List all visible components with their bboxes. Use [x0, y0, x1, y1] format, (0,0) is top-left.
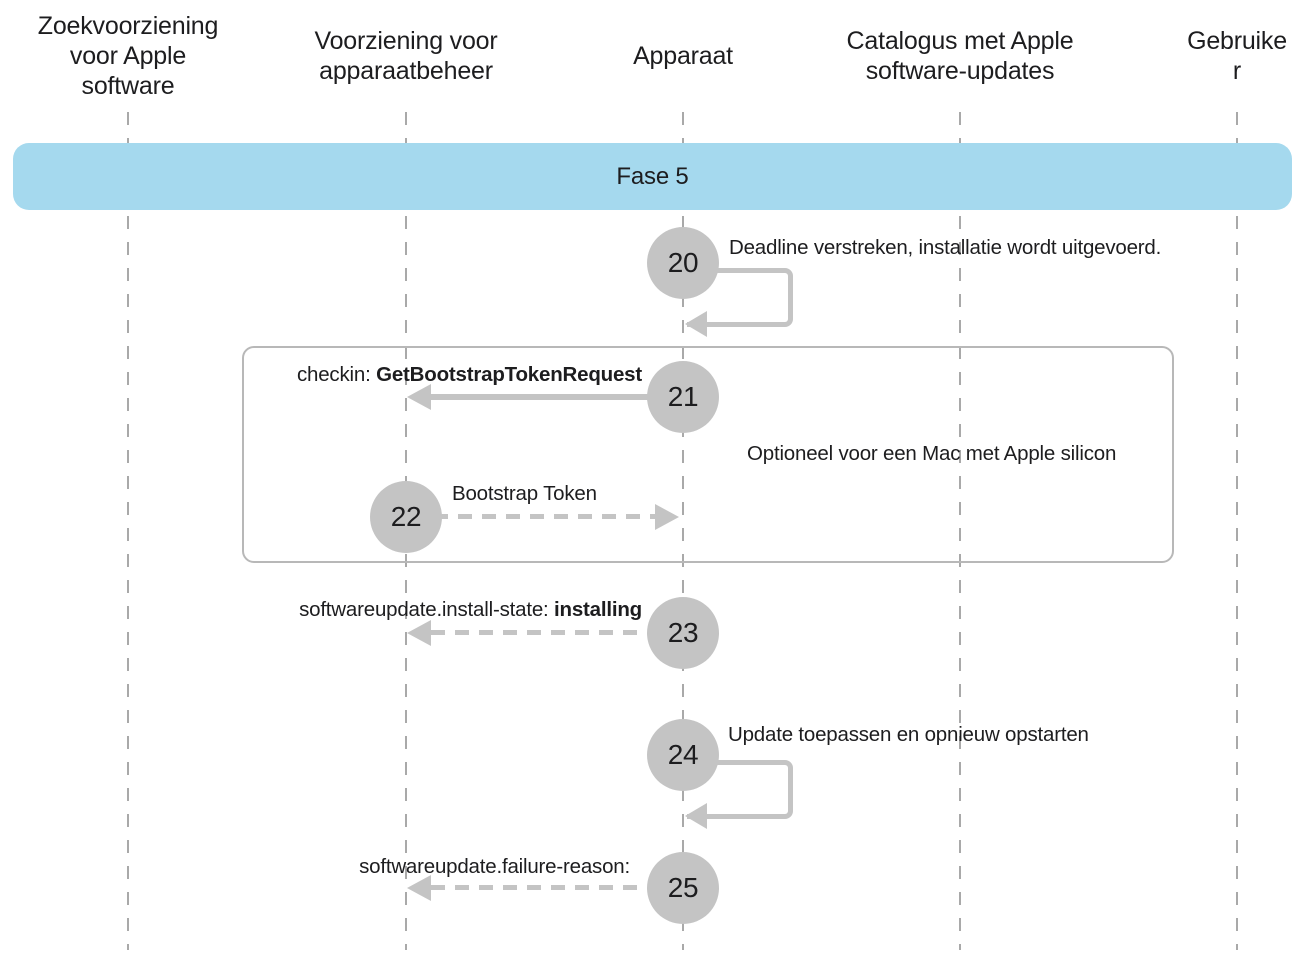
- message-label-22: Bootstrap Token: [452, 482, 597, 505]
- message-label-value: GetBootstrapTokenRequest: [376, 363, 642, 386]
- message-label-21: checkin: GetBootstrapTokenRequest: [250, 363, 642, 387]
- step-circle-21: 21: [647, 361, 719, 433]
- message-label-23: softwareupdate.install-state: installing: [250, 598, 642, 622]
- self-loop-20: [687, 268, 793, 327]
- message-label-20: Deadline verstreken, installatie wordt u…: [729, 236, 1162, 259]
- message-arrow-25: [431, 885, 647, 890]
- lane-header-apparaatbeheer: Voorziening voor apparaatbeheer: [314, 27, 498, 85]
- lane-header-zoekvoorziening: Zoekvoorziening voor Apple software: [37, 12, 219, 100]
- arrowhead-left-icon: [407, 384, 431, 410]
- lane-header-gebruiker: Gebruike r: [1187, 27, 1287, 85]
- step-number: 24: [667, 739, 699, 770]
- message-arrow-23: [431, 630, 647, 635]
- message-arrow-21: [428, 394, 683, 400]
- message-label-25: softwareupdate.failure-reason:: [359, 855, 630, 878]
- lifeline-gebruiker: [1236, 112, 1238, 950]
- message-label-24: Update toepassen en opnieuw opstarten: [728, 723, 1089, 746]
- message-arrow-22: [410, 514, 657, 519]
- phase-band: Fase 5: [13, 143, 1292, 210]
- optional-group-box: [242, 346, 1174, 563]
- step-number: 23: [667, 617, 699, 648]
- lane-header-catalogus: Catalogus met Apple software-updates: [846, 27, 1074, 85]
- optional-group-note: Optioneel voor een Mac met Apple silicon: [747, 442, 1117, 465]
- lane-header-apparaat: Apparaat: [633, 42, 733, 70]
- step-number: 20: [667, 247, 699, 278]
- self-loop-24: [687, 760, 793, 819]
- lifeline-apparaat: [682, 112, 684, 950]
- step-circle-25: 25: [647, 852, 719, 924]
- lifeline-catalogus: [959, 112, 961, 950]
- message-label-prefix: checkin:: [296, 363, 377, 386]
- arrowhead-left-icon: [685, 803, 707, 829]
- step-number: 21: [667, 381, 699, 412]
- arrowhead-left-icon: [407, 620, 431, 646]
- lifeline-zoekvoorziening: [127, 112, 129, 950]
- arrowhead-right-icon: [655, 504, 679, 530]
- message-label-prefix: softwareupdate.install-state:: [299, 598, 555, 621]
- phase-band-label: Fase 5: [616, 162, 689, 190]
- step-number: 25: [667, 872, 699, 903]
- step-circle-24: 24: [647, 719, 719, 791]
- step-circle-23: 23: [647, 597, 719, 669]
- arrowhead-left-icon: [407, 875, 431, 901]
- step-number: 22: [390, 501, 422, 532]
- message-label-value: installing: [554, 598, 642, 621]
- step-circle-20: 20: [647, 227, 719, 299]
- arrowhead-left-icon: [685, 311, 707, 337]
- step-circle-22: 22: [370, 481, 442, 553]
